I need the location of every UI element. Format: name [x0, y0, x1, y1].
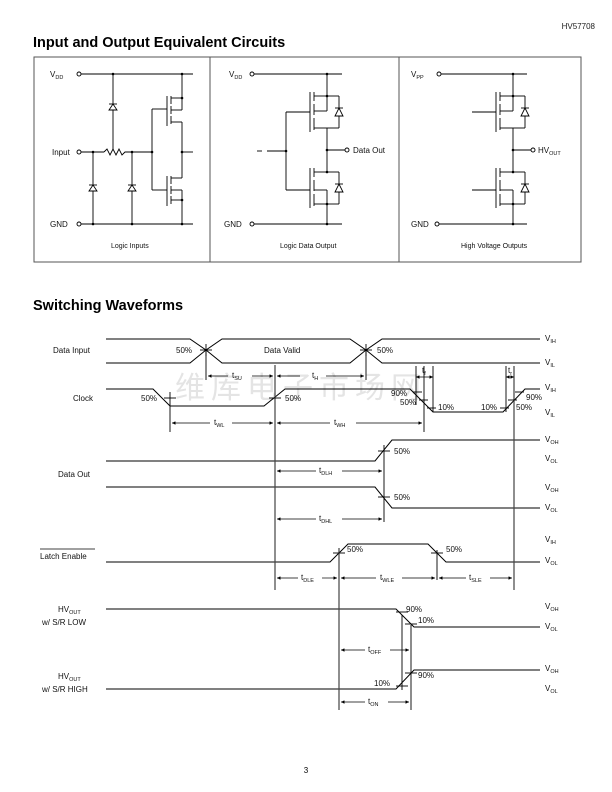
c1-input-label: Input [52, 148, 71, 157]
circuit-high-voltage-outputs-nodes [511, 72, 515, 226]
percent-labels: 50% 50% 50% 50% 90% 50% 10% 10% 50% 90% … [141, 346, 542, 688]
signal-label-hvout-high-line2: w/ S/R HIGH [41, 685, 88, 694]
svg-text:50%: 50% [516, 403, 532, 412]
label-tsu: tSU [232, 371, 242, 382]
c3-caption: High Voltage Outputs [461, 243, 528, 250]
svg-text:VOL: VOL [545, 454, 558, 465]
circuit-logic-data-output-nodes [284, 72, 329, 226]
svg-text:50%: 50% [347, 545, 363, 554]
wave-hvout-sr-low [106, 608, 540, 628]
timing-arrows [172, 374, 514, 704]
svg-text:50%: 50% [141, 394, 157, 403]
label-tdlh: tDLH [319, 466, 332, 477]
label-th: tH [312, 371, 318, 382]
svg-text:50%: 50% [394, 447, 410, 456]
svg-text:10%: 10% [481, 403, 497, 412]
c1-vdd-label: VDD [50, 70, 63, 81]
svg-text:90%: 90% [526, 393, 542, 402]
svg-text:VIH: VIH [545, 535, 556, 546]
label-ton: tON [368, 697, 379, 708]
label-twl: tWL [214, 418, 224, 429]
label-toff: tOFF [368, 645, 382, 656]
svg-text:VIH: VIH [545, 383, 556, 394]
svg-text:10%: 10% [374, 679, 390, 688]
label-tdhl: tDHL [319, 514, 332, 525]
svg-text:VOL: VOL [545, 503, 558, 514]
svg-text:50%: 50% [400, 398, 416, 407]
svg-text:50%: 50% [394, 493, 410, 502]
signal-label-data-out: Data Out [58, 470, 91, 479]
circuit-logic-inputs [76, 71, 193, 227]
c1-gnd-label: GND [50, 220, 68, 229]
label-twh: tWH [334, 418, 345, 429]
svg-text:VOH: VOH [545, 602, 559, 613]
c2-data-out-label: Data Out [353, 146, 386, 155]
signal-label-hvout-low-line2: w/ S/R LOW [41, 618, 86, 627]
svg-text:VIH: VIH [545, 334, 556, 345]
wave-hvout-sr-high [106, 669, 540, 690]
wave-latch-enable [106, 543, 540, 563]
svg-text:50%: 50% [176, 346, 192, 355]
svg-text:VIL: VIL [545, 358, 555, 369]
c3-vpp-label: VPP [411, 70, 424, 81]
svg-text:50%: 50% [446, 545, 462, 554]
signal-label-data-input: Data Input [53, 346, 91, 355]
signal-label-clock: Clock [73, 394, 94, 403]
c2-caption: Logic Data Output [280, 243, 336, 250]
svg-text:50%: 50% [377, 346, 393, 355]
svg-text:VOL: VOL [545, 556, 558, 567]
svg-text:10%: 10% [438, 403, 454, 412]
wave-data-out-lh [106, 439, 540, 462]
c3-gnd-label: GND [411, 220, 429, 229]
svg-text:50%: 50% [285, 394, 301, 403]
waveforms [106, 338, 540, 690]
svg-text:90%: 90% [406, 605, 422, 614]
wave-data-input-high [106, 338, 540, 351]
label-tdle: tDLE [301, 573, 314, 584]
svg-text:VOH: VOH [545, 664, 559, 675]
label-tf: tf [422, 366, 426, 377]
wave-data-input-low [106, 349, 540, 364]
svg-text:VOH: VOH [545, 435, 559, 446]
svg-text:90%: 90% [418, 671, 434, 680]
circuit-logic-data-output [249, 71, 350, 227]
label-tsle: tSLE [469, 573, 482, 584]
label-tr: tr [508, 366, 512, 377]
label-twle: tWLE [380, 573, 394, 584]
svg-text:VIL: VIL [545, 408, 555, 419]
part-number: HV57708 [561, 22, 595, 31]
c2-gnd-label: GND [224, 220, 242, 229]
svg-text:VOL: VOL [545, 622, 558, 633]
circuits-frame [33, 56, 582, 263]
signal-label-hvout-high: HVOUT [58, 672, 81, 683]
circuit-logic-inputs-nodes [91, 72, 184, 226]
c2-vdd-label: VDD [229, 70, 242, 81]
wave-data-out-hl [106, 486, 540, 509]
svg-text:VOL: VOL [545, 684, 558, 695]
svg-text:90%: 90% [391, 389, 407, 398]
page-number: 3 [303, 766, 309, 775]
svg-text:VOH: VOH [545, 483, 559, 494]
svg-text:10%: 10% [418, 616, 434, 625]
crosshair-ticks [164, 344, 524, 687]
signal-label-hvout-low: HVOUT [58, 605, 81, 616]
circuits-section-title: Input and Output Equivalent Circuits [33, 35, 286, 51]
circuit-high-voltage-outputs [434, 71, 536, 227]
waveforms-section-title: Switching Waveforms [33, 298, 184, 314]
timing-labels: tSU tH tf tr tWL tWH tDLH tDHL tDLE tWLE… [214, 366, 512, 708]
signal-label-latch-enable: Latch Enable [40, 552, 87, 561]
data-valid-label: Data Valid [264, 346, 300, 355]
c3-hvout-label: HVOUT [538, 146, 561, 157]
c1-caption: Logic Inputs [111, 243, 149, 250]
level-labels: VIH VIL VIH VIL VOH VOL VOH VOL VIH VOL … [545, 334, 559, 695]
